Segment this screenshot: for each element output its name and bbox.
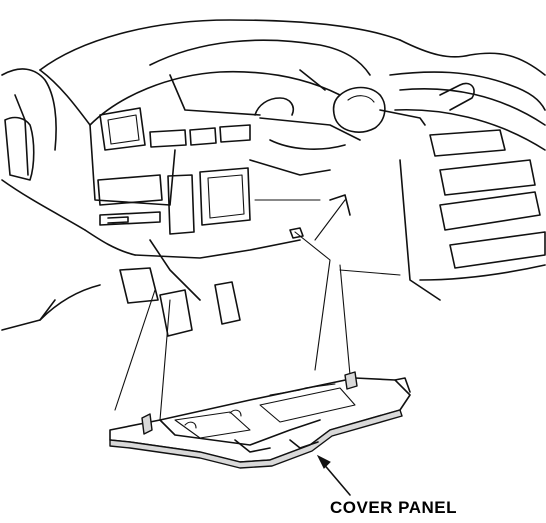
cover-panel-label: COVER PANEL	[330, 498, 458, 517]
dashboard-outline	[39, 19, 546, 151]
lower-dash-area	[39, 194, 401, 337]
center-console	[89, 107, 251, 235]
steering-column	[249, 82, 475, 176]
left-door-panel	[1, 68, 86, 331]
leader-lines	[114, 199, 351, 421]
cover-panel	[109, 371, 411, 469]
right-dash-vents	[399, 129, 546, 301]
callout-arrow	[316, 454, 351, 496]
